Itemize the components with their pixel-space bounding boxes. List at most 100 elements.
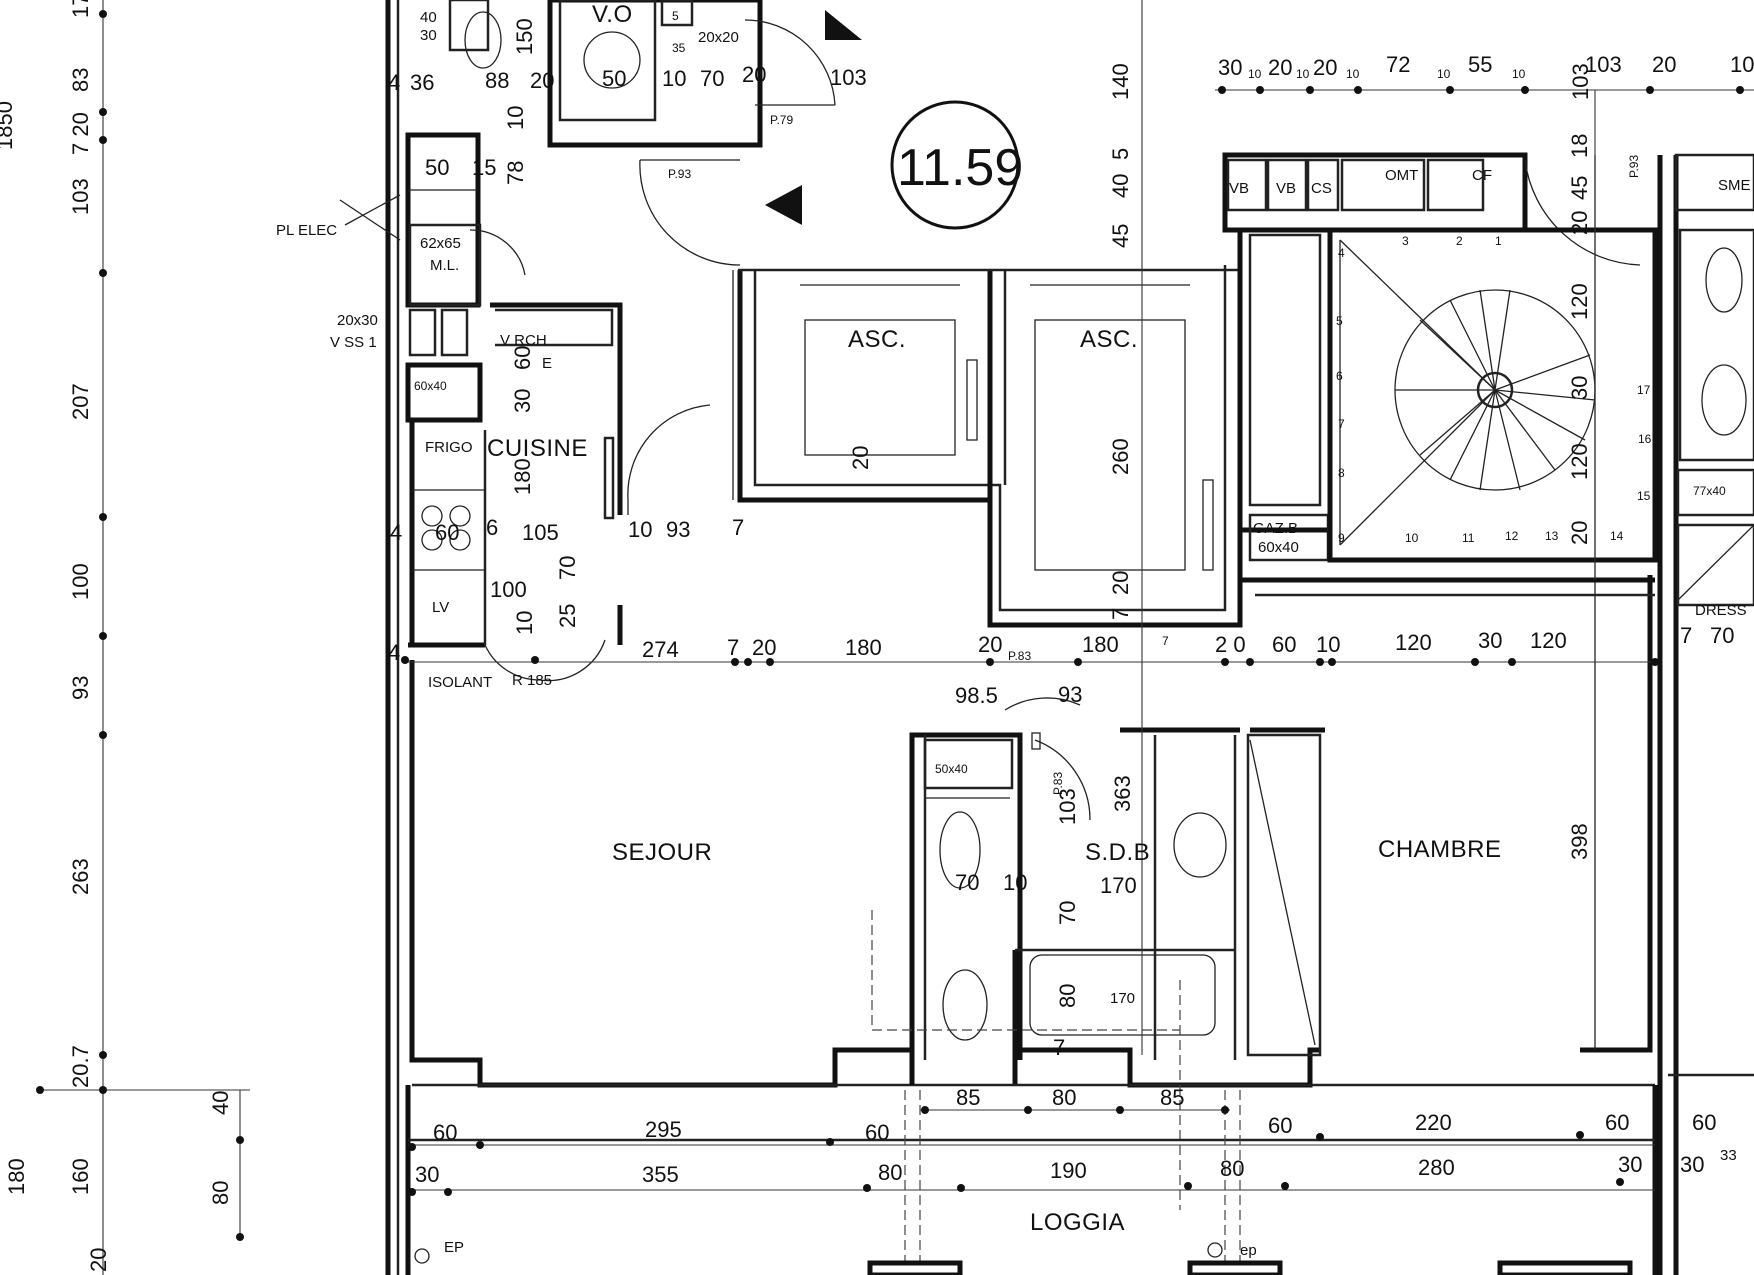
center-dim-363: 363 [1110,775,1135,812]
loggia-walls [408,1090,1655,1275]
center-dim-70-sdb: 70 [1055,901,1080,925]
top-right-dimension-line [1215,86,1754,94]
k-dim-25: 25 [555,604,580,628]
label-vss: V SS 1 [330,334,377,351]
top-dim-10e: 10 [1512,67,1526,81]
label-p83-wc: P.83 [1051,772,1065,795]
label-e: E [542,355,552,372]
label-ml: M.L. [430,257,459,274]
label-lv: LV [432,599,449,616]
room-cuisine: CUISINE [487,435,588,462]
label-ep-right: ep [1240,1242,1257,1259]
k-dim-100: 100 [490,577,527,602]
label-p79: P.79 [770,113,793,127]
dim-left-17: 17 [68,0,93,18]
label-vb1: VB [1229,180,1249,197]
k-dim-30b: 30 [510,389,535,413]
label-box-60x40: 60x40 [414,379,447,393]
center-dim-45: 45 [1108,224,1133,248]
dim-left-263: 263 [68,858,93,895]
bottom-dim-80: 80 [1052,1085,1076,1110]
label-p93-kitchen: P.93 [668,167,691,181]
corr-dim-7c: 7 [1680,623,1692,648]
k-dim-4: 4 [388,70,400,95]
label-cf: CF [1472,167,1492,184]
label-vrch: V RCH [500,332,547,349]
corr-dim-120b: 120 [1530,628,1567,653]
k-dim-20b: 20 [742,62,766,87]
bottom-dim-33: 33 [1720,1147,1737,1164]
label-ml-dim: 62x65 [420,235,461,252]
step-6: 6 [1336,369,1343,383]
stair-step-numbers: 1 2 3 4 5 6 7 8 9 10 11 12 13 14 15 16 1… [1336,234,1652,545]
k-dim-50: 50 [425,155,449,180]
step-17: 17 [1637,383,1651,397]
label-gaz: GAZ.B [1253,520,1298,537]
k-dim-30: 30 [420,27,437,44]
corr-dim-30: 30 [1478,628,1502,653]
step-4: 4 [1338,246,1345,260]
bottom-dim-60d: 60 [1605,1110,1629,1135]
room-asc-right: ASC. [1080,326,1138,353]
bottom-dim-80a: 80 [878,1160,902,1185]
center-dim-93: 93 [1058,682,1082,707]
dim-left-40: 40 [208,1091,233,1115]
top-dim-72: 72 [1386,52,1410,77]
step-7: 7 [1338,417,1345,431]
dim-left-100: 100 [68,563,93,600]
top-dim-20b: 20 [1313,55,1337,80]
dim-total-height: 1850 [0,101,17,150]
bottom-dim-30c: 30 [1680,1152,1704,1177]
step-9: 9 [1338,531,1345,545]
k-dim-15: 15 [472,155,496,180]
k-dim-105: 105 [522,520,559,545]
bottom-dim-85a: 85 [956,1085,980,1110]
corr-dim-60: 60 [1272,632,1296,657]
dim-left-93: 93 [68,676,93,700]
bottom-dim-85b: 85 [1160,1085,1184,1110]
k-dim-40: 40 [420,9,437,26]
center-dim-120-stair: 120 [1567,283,1592,320]
label-cs: CS [1311,180,1332,197]
step-3: 3 [1402,234,1409,248]
room-loggia: LOGGIA [1030,1209,1125,1236]
center-dim-398: 398 [1567,823,1592,860]
right-neighbour-rooms [1674,153,1754,607]
top-dim-103-vertical: 103 [1568,63,1593,100]
top-dim-10c: 10 [1346,67,1360,81]
center-dim-98-5: 98.5 [955,683,998,708]
center-dim-20-asc: 20 [848,446,873,470]
k-dim-10d: 10 [662,66,686,91]
center-dim-10-wc: 10 [1003,870,1027,895]
label-sme: SME [1718,177,1751,194]
step-8: 8 [1338,466,1345,480]
center-dim-20-stair: 20 [1567,521,1592,545]
dim-left-207b: 20.7 [68,1045,93,1088]
k-dim-70b: 70 [700,66,724,91]
k-dim-103: 103 [830,65,867,90]
k-dim-20x20: 20x20 [698,29,739,46]
k-dim-6: 6 [486,515,498,540]
bottom-dim-60e: 60 [1692,1110,1716,1135]
center-dim-20: 20 [1108,571,1133,595]
label-dress: DRESS [1695,602,1747,619]
label-ep: EP [444,1239,464,1256]
center-dim-40: 40 [1108,174,1133,198]
label-box-77x40: 77x40 [1693,484,1726,498]
unit-number-circle [890,100,1020,230]
k-dim-7: 7 [732,515,744,540]
k-dim-36: 36 [410,70,434,95]
step-2: 2 [1456,234,1463,248]
left-dimension-chain [36,0,250,1275]
bottom-dim-60a: 60 [433,1120,457,1145]
corr-dim-4: 4 [388,640,400,665]
label-frigo: FRIGO [425,439,473,456]
room-chambre: CHAMBRE [1378,836,1502,863]
dim-left-83: 83 [68,68,93,92]
room-sejour: SEJOUR [612,839,712,866]
label-vo: V.O [592,1,633,28]
k-dim-93: 93 [666,517,690,542]
k-dim-20: 20 [530,68,554,93]
center-dim-170: 170 [1100,873,1137,898]
